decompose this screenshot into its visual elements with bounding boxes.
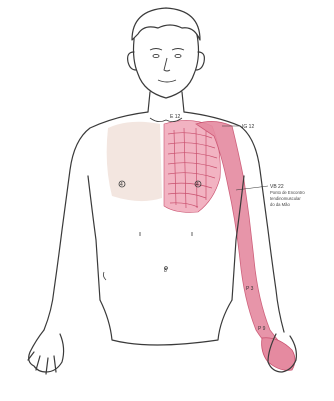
mark-chest-left: 4 — [120, 182, 123, 188]
mark-abdomen: 8 — [164, 268, 167, 274]
label-callout-3: tendinomuscular — [270, 196, 301, 201]
face — [150, 49, 184, 83]
hand-meridian — [262, 338, 295, 371]
label-callout-2: Ponto de Encontro — [270, 190, 305, 195]
mark-chest-right: 4 — [196, 182, 199, 188]
label-forearm-point: P 3 — [246, 286, 254, 292]
label-shoulder-point: IG 12 — [242, 124, 254, 130]
label-neck-point: E 12 — [170, 114, 181, 120]
right-chest-shading — [107, 122, 162, 201]
label-callout-4: do da Mão — [270, 202, 290, 207]
label-wrist-point: P 9 — [258, 326, 266, 332]
